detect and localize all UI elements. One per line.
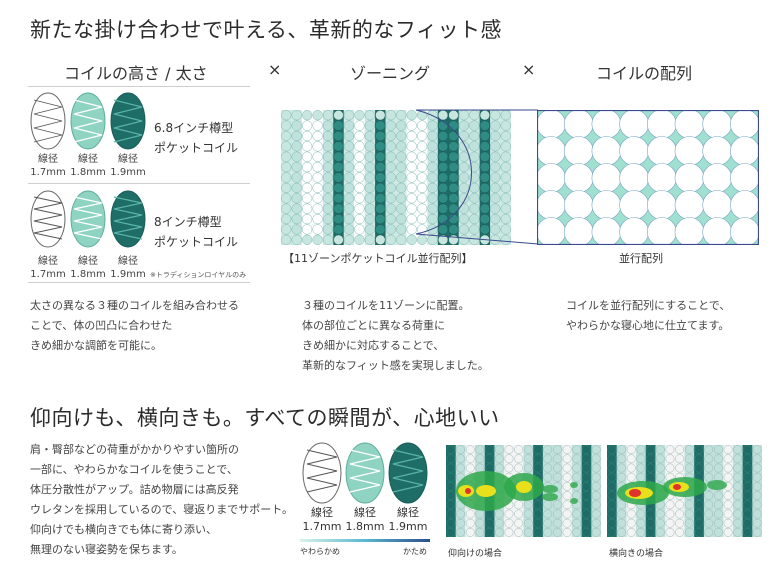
coil-thick-icon [110,190,146,248]
comfort-description: 肩・臀部などの荷重がかかりやすい箇所の一部に、やわらかなコイルを使うことで、体圧… [30,443,294,556]
coil-thin-icon [302,442,342,504]
hard-label: かため [403,547,427,556]
supine-label: 仰向けの場合 [448,549,503,559]
zoning-caption: 【11ゾーンポケットコイル並行配列】 [283,252,473,265]
coil-medium-icon [70,92,106,150]
coil-medium-icon [70,190,106,248]
coil-medium-icon [345,442,385,504]
array-description: コイルを並行配列にすることで、やわらかな寝心地に仕立てます。 [566,299,731,332]
zoning-heading: ゾーニング [350,64,431,83]
zoning-diagram [281,110,512,245]
soft-label: やわらかめ [300,547,340,556]
coil-array-heading: コイルの配列 [596,64,693,83]
array-caption: 並行配列 [619,252,663,265]
zoning-description: ３種のコイルを11ゾーンに配置。体の部位ごとに異なる荷重にきめ細かに対応すること… [302,299,489,372]
pressure-map-side [607,445,763,537]
coil-illustrations-row2 [28,190,148,248]
coil-illustrations-bottom [301,442,431,504]
coil-illustrations-row1 [28,92,148,150]
parallel-array-diagram [536,109,760,247]
times-sign-2: × [522,60,536,79]
coil-type-label-1: 6.8インチ樽型ポケットコイル [154,121,239,155]
coil-description: 太さの異なる３種のコイルを組み合わせることで、体の凹凸に合わせたきめ細かな調節を… [30,299,239,352]
coil-type-label-2: 8インチ樽型ポケットコイル [154,215,239,249]
side-label: 横向きの場合 [609,549,664,559]
traditional-royal-note: ※トラディションロイヤルのみ [150,271,247,279]
main-title: 新たな掛け合わせで叶える、革新的なフィット感 [30,18,502,42]
coil-thin-icon [30,190,66,248]
pressure-map-supine [446,445,602,537]
coil-height-heading: コイルの高さ / 太さ [64,64,208,83]
divider [28,282,250,283]
coil-thin-icon [30,92,66,150]
softness-gradient-bar [300,539,430,542]
zoom-connector [415,109,539,245]
divider [28,183,250,184]
times-sign-1: × [268,60,282,79]
secondary-title: 仰向けも、横向きも。すべての瞬間が、心地いい [30,406,500,430]
coil-thick-icon [110,92,146,150]
coil-thick-icon [388,442,428,504]
divider [28,86,250,87]
